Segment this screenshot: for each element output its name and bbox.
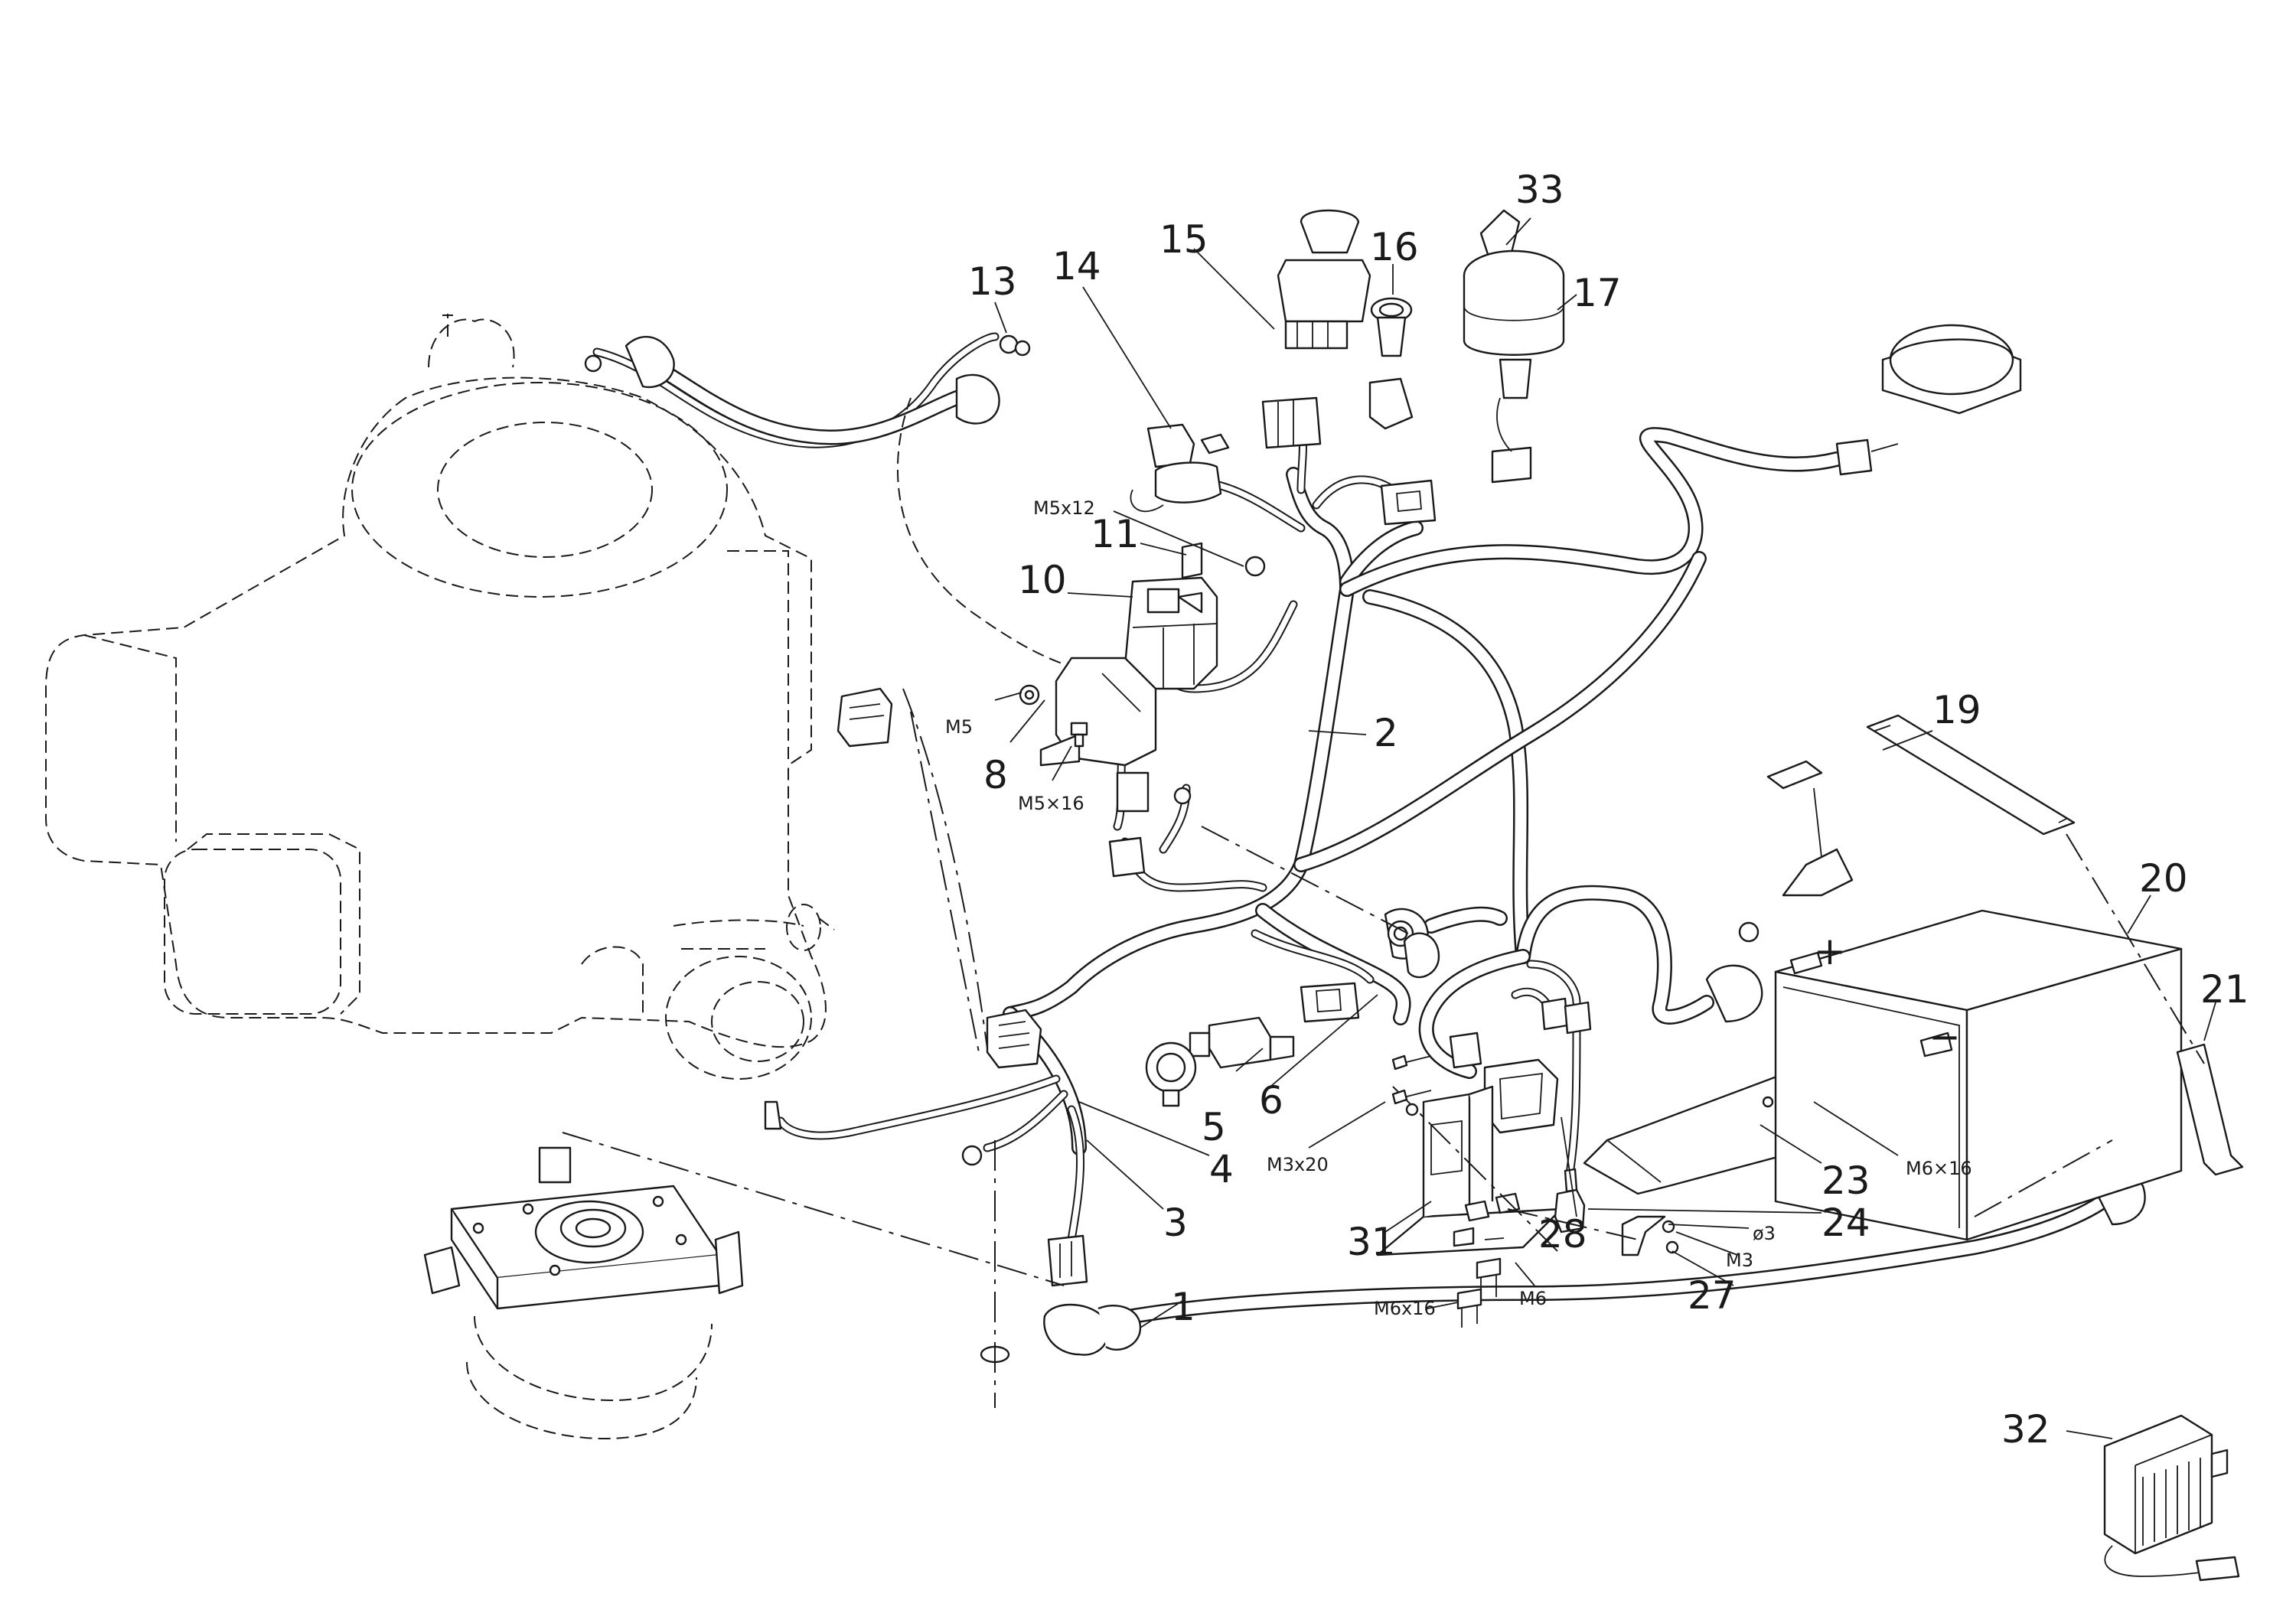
battery-20: + − [1774,909,2183,1241]
battery-charger-32 [2103,1414,2240,1582]
callout-6: 6 [1259,1078,1283,1123]
callout-17: 17 [1573,271,1622,315]
callout-13: 13 [968,259,1017,304]
bracket-31 [1376,1085,1563,1328]
callout-24: 24 [1821,1201,1870,1245]
fuse-holder-14 [1130,423,1230,513]
label-d3: ø3 [1753,1223,1776,1244]
label-m3x20: M3x20 [1267,1154,1329,1175]
ignition-switch-17 [1380,209,1565,526]
label-m6x16-right: M6×16 [1906,1158,1972,1179]
callout-15: 15 [1159,217,1208,262]
callout-2: 2 [1374,711,1398,755]
callout-4: 4 [1209,1147,1234,1191]
label-m5x16: M5×16 [1018,793,1084,814]
switch-15 [1261,209,1371,449]
label-m6: M6 [1519,1288,1547,1309]
switch-5 [1189,982,1360,1069]
callout-19: 19 [1932,688,1981,732]
battery-positive-terminal: + [1814,929,1846,973]
module-8 [1019,657,1192,878]
callout-32: 32 [2001,1407,2050,1452]
leader-dashes [562,397,2113,1408]
battery-positive-cable [1705,921,1763,1023]
harness-connector [837,687,1042,1069]
bracket-27 [1621,1215,1679,1256]
callout-numbers: 1 2 3 4 5 6 8 10 11 13 14 15 16 17 19 20… [968,168,2249,1452]
relay-28 [1449,997,1592,1134]
callout-10: 10 [1018,558,1067,602]
callout-33: 33 [1515,168,1564,212]
clutch-connector-3 [764,1100,1088,1287]
bracket-11 [1181,542,1266,579]
battery-negative-terminal: − [1929,1015,1961,1059]
callout-5: 5 [1202,1105,1226,1149]
label-m5: M5 [945,716,973,738]
callout-3: 3 [1163,1201,1188,1245]
engine-outline [45,314,835,1080]
label-m3: M3 [1726,1250,1753,1271]
callout-leaders [994,217,2216,1439]
push-button-4 [1145,1041,1197,1107]
battery-cable-6 [1384,908,1440,979]
callout-31: 31 [1347,1220,1396,1264]
callout-8: 8 [983,753,1008,797]
label-m6x16-bottom: M6x16 [1374,1298,1436,1319]
seat-sensor [1835,324,2022,476]
callout-27: 27 [1688,1273,1737,1318]
engine-ground-cable-13 [584,334,1031,425]
battery-strap-19 [1766,714,2076,897]
hardware-labels: M5x12 M5 M5×16 M3x20 M6×16 M6x16 M6 M3 ø… [945,497,1972,1319]
callout-21: 21 [2200,967,2249,1012]
callout-20: 20 [2139,856,2188,901]
callout-23: 23 [1821,1159,1870,1203]
label-m5x12: M5x12 [1033,497,1095,519]
electric-clutch [423,1146,744,1440]
callout-16: 16 [1370,225,1419,269]
indicator-light-16 [1368,297,1414,430]
callout-1: 1 [1171,1285,1195,1329]
callout-11: 11 [1091,512,1140,556]
strap-hook-21 [2066,833,2244,1176]
callout-28: 28 [1538,1212,1587,1256]
screws-m3x20 [1391,1054,1432,1116]
callout-14: 14 [1052,244,1101,288]
